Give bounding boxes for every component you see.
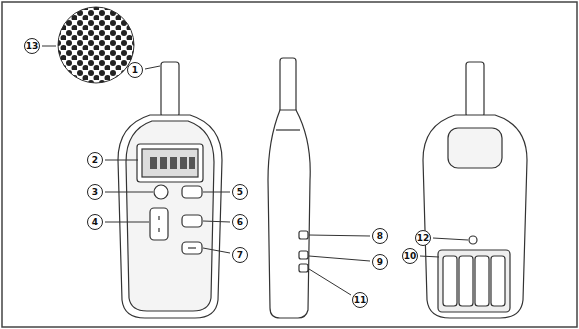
callout-number: 13 xyxy=(24,38,40,54)
callout-number: 7 xyxy=(232,247,248,263)
microphone-grille xyxy=(56,5,136,85)
callout-number: 4 xyxy=(87,214,103,230)
callout-number: 6 xyxy=(232,214,248,230)
callout-number: 3 xyxy=(87,184,103,200)
back-view xyxy=(423,62,527,318)
front-view xyxy=(118,62,222,318)
callout-number: 5 xyxy=(232,184,248,200)
callout-number: 10 xyxy=(402,248,418,264)
callout-number: 11 xyxy=(352,292,368,308)
callout-number: 1 xyxy=(127,62,143,78)
callout-number: 12 xyxy=(415,230,431,246)
side-view xyxy=(268,58,310,318)
leader-lines xyxy=(42,46,468,295)
callout-number: 9 xyxy=(372,254,388,270)
callout-number: 2 xyxy=(87,152,103,168)
callout-number: 8 xyxy=(372,228,388,244)
